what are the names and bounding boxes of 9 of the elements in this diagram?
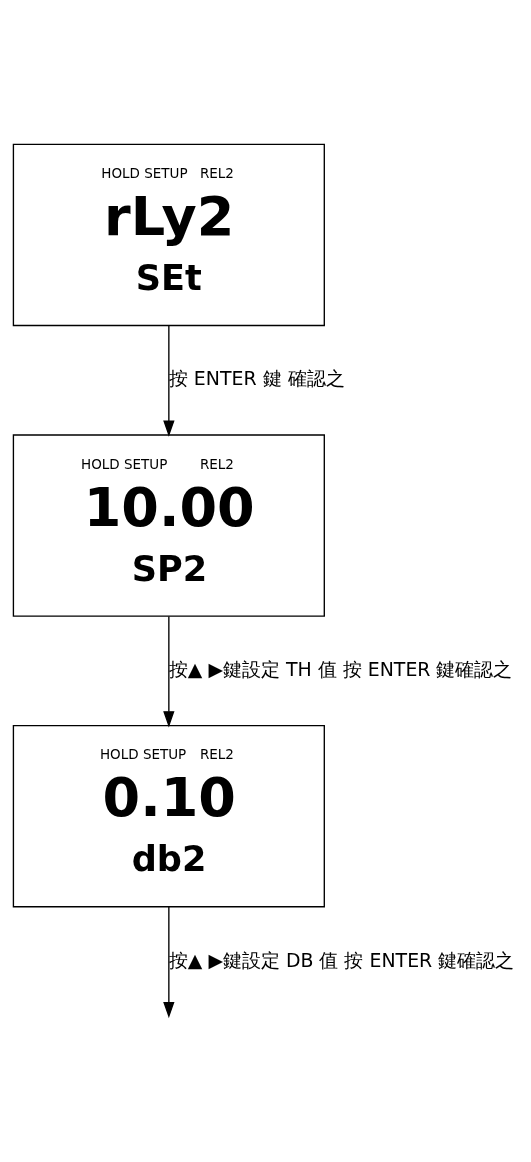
arrow (163, 615, 175, 728)
edge-label: 按 ENTER 鍵 確認之 (168, 367, 345, 390)
node-box: HOLD SETUP REL2 0.10 db2 (12, 724, 325, 908)
edge-label: 按▲ ▶鍵設定 DB 值 按 ENTER 鍵確認之 (168, 948, 515, 971)
arrow (163, 325, 175, 437)
node-box: HOLD SETUP REL2 rLy2 SEt (12, 143, 325, 327)
arrow (163, 906, 175, 1019)
node-box: HOLD SETUP REL2 10.00 SP2 (12, 434, 325, 617)
edge-label: 按▲ ▶鍵設定 TH 值 按 ENTER 鍵確認之 (168, 657, 513, 680)
